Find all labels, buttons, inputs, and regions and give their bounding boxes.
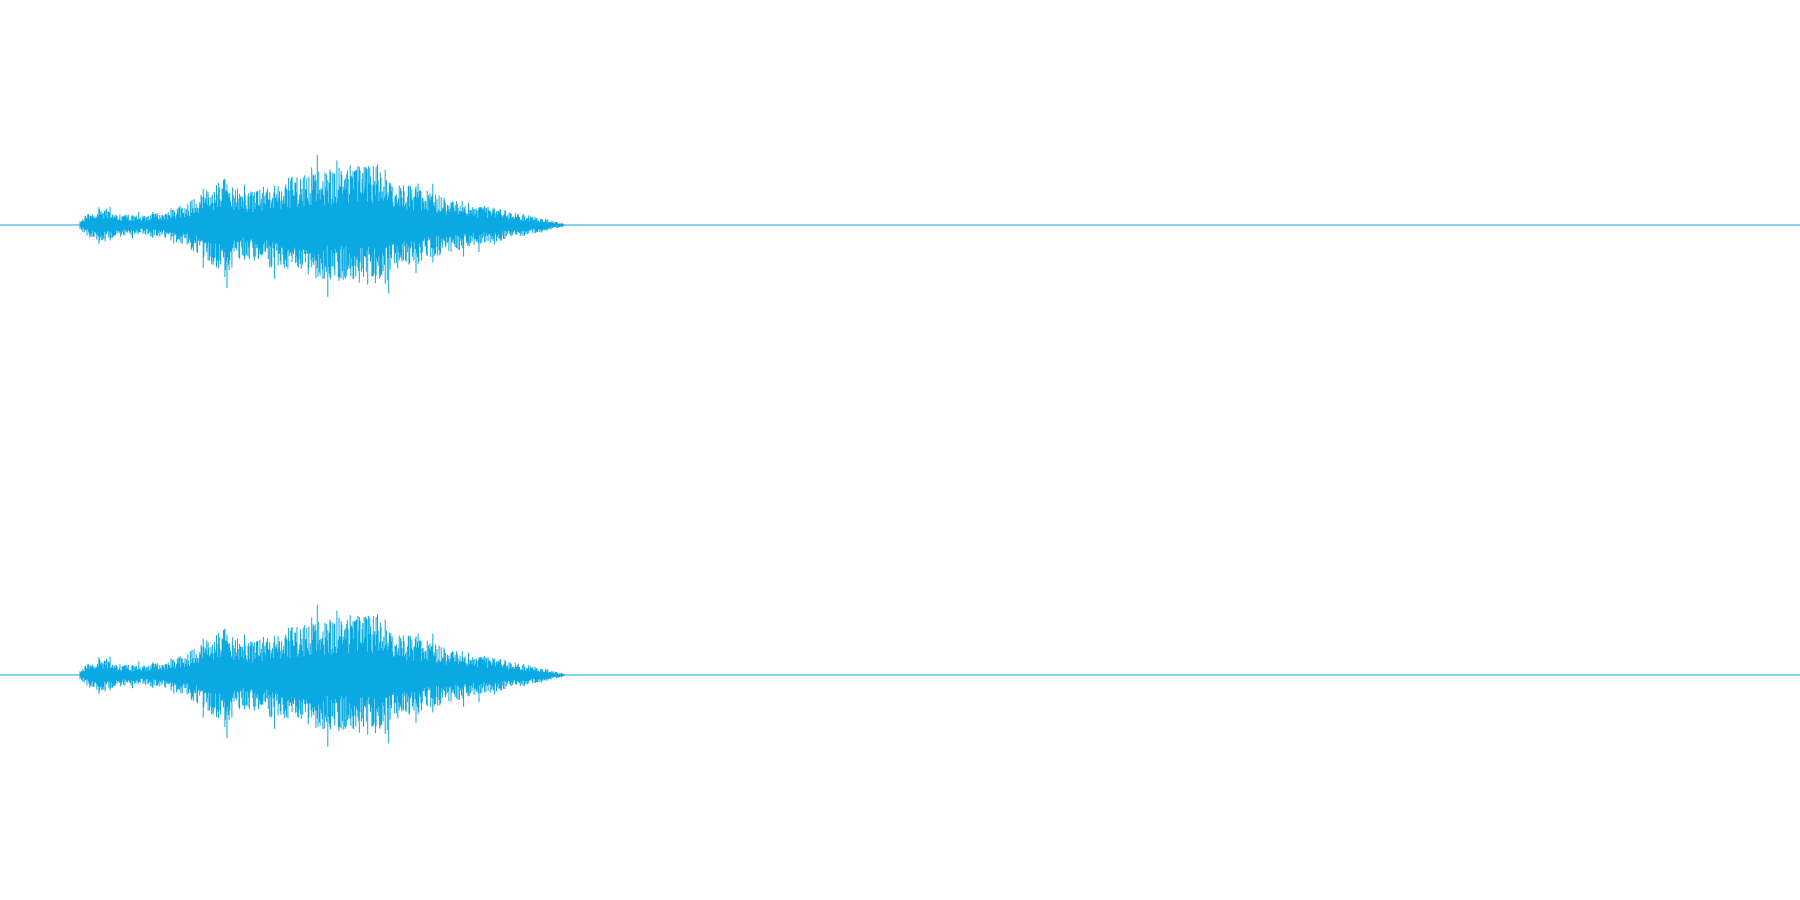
waveform-channel-right[interactable] [0,525,1800,825]
waveform-left [79,154,565,297]
waveform-channel-left[interactable] [0,75,1800,375]
waveform-right-svg [0,604,1800,747]
waveform-left-svg [0,154,1800,297]
waveform-right [79,604,565,747]
